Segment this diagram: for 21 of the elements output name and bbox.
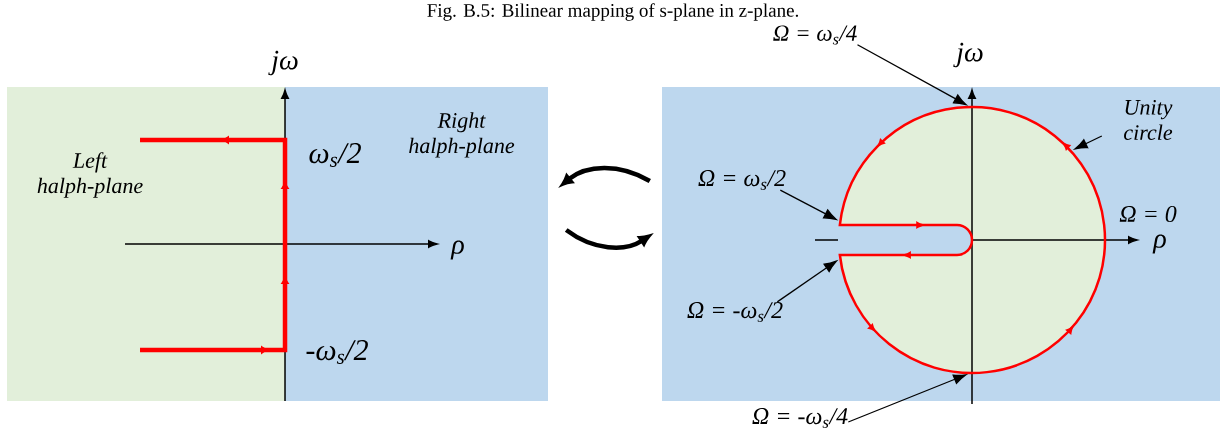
mapping-arrow (564, 228, 651, 250)
annotation-text: Ω = ω$_{s}$/2 (698, 170, 786, 190)
annotation-text: Unity circle (1124, 99, 1173, 141)
annotation-text: Ω = -ω$_{s}$/2 (687, 302, 783, 322)
mapping-arrow (561, 165, 651, 186)
axis-label: ρ (1152, 234, 1166, 254)
annotation-text: Ω = -ω$_{s}$/4 (752, 408, 848, 428)
figure-caption: Fig. B.5: Bilinear mapping of s-plane in z-plane. (427, 3, 799, 21)
plane-region: Left halph-plane (7, 87, 285, 401)
axis-value-label: ω$_{s}$/2 (309, 143, 361, 167)
axis-label: jω (953, 42, 983, 68)
leader-line (1074, 135, 1103, 150)
leader-line (776, 260, 837, 303)
leader-line (856, 44, 967, 106)
point-label: Ω = 0 (1119, 205, 1177, 223)
axis-label: jω (268, 50, 298, 76)
leader-line (779, 189, 837, 220)
axis-value-label: -ω$_{s}$/2 (306, 340, 368, 364)
axis-label: ρ (450, 240, 464, 260)
leader-line (847, 374, 967, 423)
annotation-text: Ω = ω$_{s}$/4 (773, 25, 857, 45)
